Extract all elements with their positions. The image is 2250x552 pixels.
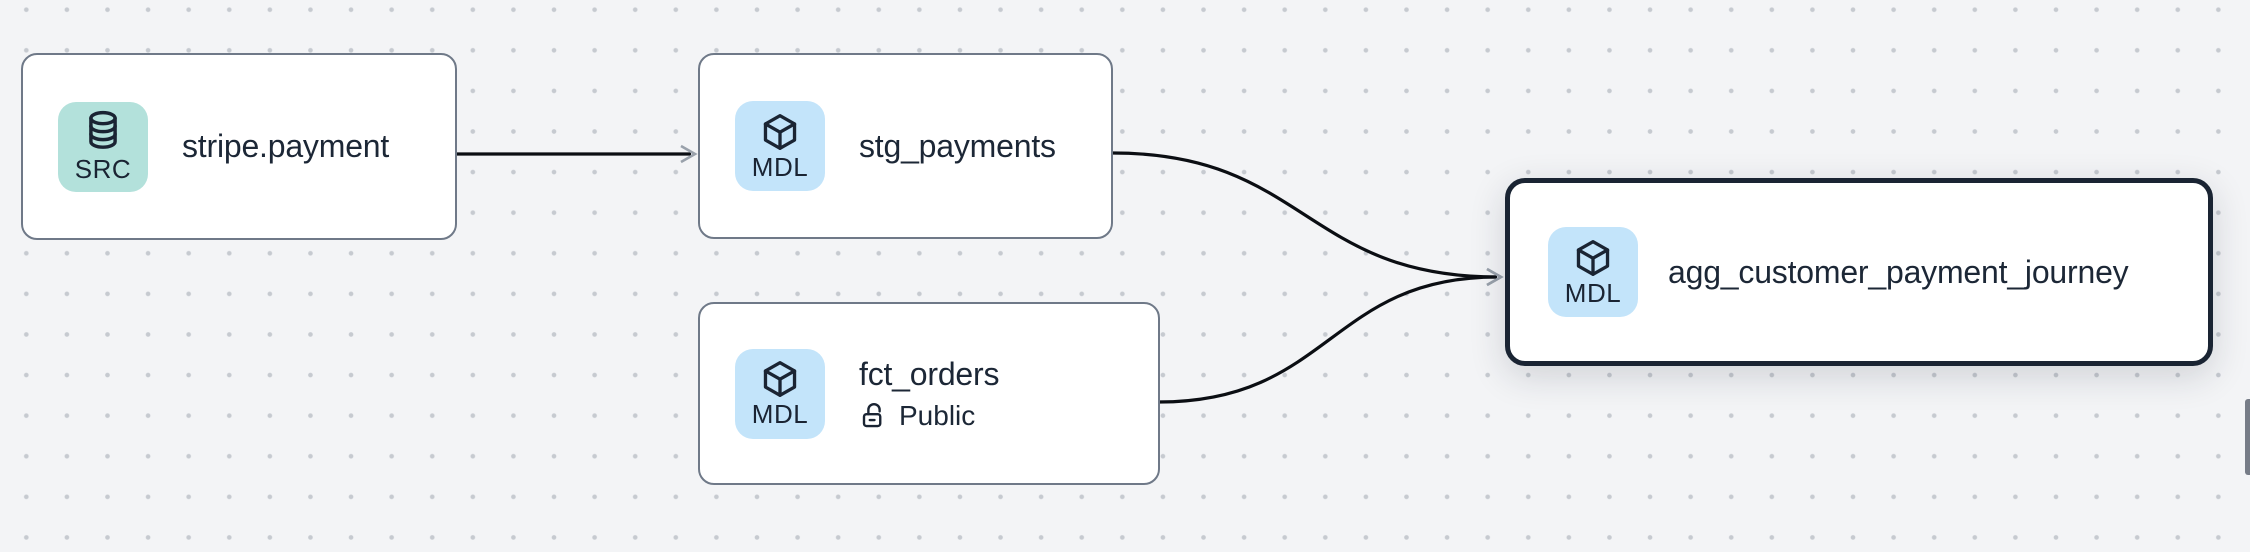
node-title: fct_orders <box>859 355 1000 392</box>
badge-label: MDL <box>751 399 809 430</box>
badge-label: MDL <box>1564 277 1622 308</box>
model-badge: MDL <box>735 348 825 439</box>
lock-open-icon <box>862 403 882 428</box>
edge-fct-orders-to-agg[interactable] <box>1158 267 1504 404</box>
node-stg-payments[interactable]: MDL stg_payments <box>698 53 1113 239</box>
edge-stg-payments-to-agg[interactable] <box>1112 151 1504 287</box>
badge-label: SRC <box>74 154 132 185</box>
source-badge: SRC <box>58 101 148 192</box>
access-level: Public <box>859 400 999 432</box>
node-stripe-payment[interactable]: SRC stripe.payment <box>21 53 457 240</box>
node-title: stg_payments <box>859 127 1056 164</box>
scrollbar-thumb[interactable] <box>2245 399 2250 475</box>
access-level-label: Public <box>899 399 976 431</box>
cube-icon <box>763 113 797 150</box>
model-badge: MDL <box>1548 227 1638 317</box>
node-agg-customer-payment-journey[interactable]: MDL agg_customer_payment_journey <box>1505 178 2213 366</box>
node-title: agg_customer_payment_journey <box>1668 253 2129 290</box>
cube-icon <box>763 361 797 398</box>
node-fct-orders[interactable]: MDL fct_orders Public <box>698 302 1160 485</box>
cube-icon <box>1576 239 1610 276</box>
badge-label: MDL <box>751 151 809 182</box>
node-title: stripe.payment <box>182 128 390 165</box>
database-icon <box>89 111 117 150</box>
model-badge: MDL <box>735 101 825 191</box>
